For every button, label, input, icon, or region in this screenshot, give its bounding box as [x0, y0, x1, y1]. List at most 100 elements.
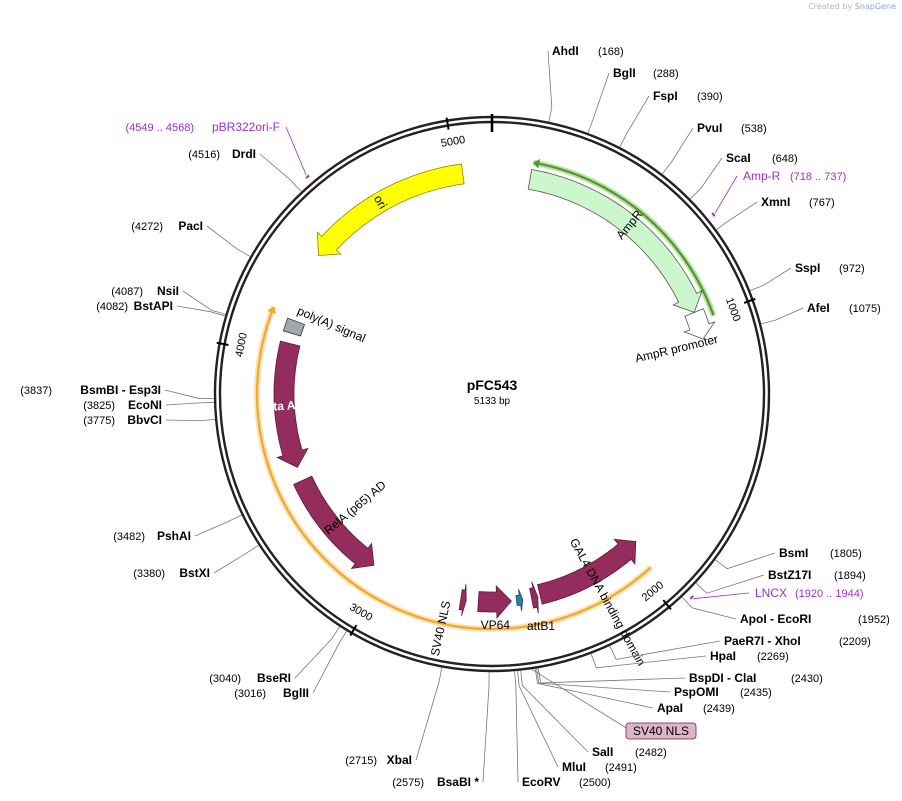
- enzyme-site-paer7i-xhoi: PaeR7I - XhoI(2209): [724, 634, 871, 648]
- plasmid-size: 5133 bp: [474, 396, 511, 407]
- enzyme-position-sspi: (972): [839, 263, 865, 275]
- feature-rta-ad: [273, 340, 309, 468]
- enzyme-site-scai: ScaI(648): [726, 151, 798, 165]
- enzyme-name-apai: ApaI: [657, 701, 683, 715]
- enzyme-name-sspi: SspI: [795, 261, 820, 275]
- primer-line-lncx: [693, 592, 750, 600]
- enzyme-position-bglii: (3016): [234, 688, 266, 700]
- enzyme-line-ecorv: [514, 671, 519, 783]
- feature-label-poly-a-signal: poly(A) signal: [295, 304, 367, 345]
- enzyme-site-nsii: NsiI (4087): [111, 284, 179, 298]
- enzyme-position-scai: (648): [772, 153, 798, 165]
- enzyme-line-sspi: [749, 267, 792, 291]
- enzyme-site-bglii: BglII(3016): [234, 686, 309, 700]
- enzyme-site-bstapi: BstAPI(4082): [96, 299, 173, 313]
- primer-name-amp-r: Amp-R: [743, 169, 781, 183]
- enzyme-position-mlui: (2491): [605, 762, 637, 774]
- enzyme-name-mlui: MluI: [562, 760, 586, 774]
- enzyme-name-ecorv: EcoRV: [522, 775, 560, 789]
- enzyme-line-scai: [689, 157, 723, 200]
- enzyme-name-fspi: FspI: [653, 89, 678, 103]
- primer-label-lncx: LNCX(1920 .. 1944): [755, 586, 864, 600]
- enzyme-name-xbai: XbaI: [387, 753, 412, 767]
- snapgene-branding: Created by SnapGene: [808, 2, 896, 11]
- enzyme-line-bspdi-clai: [537, 668, 686, 684]
- enzyme-position-bsabi: (2575): [392, 777, 424, 789]
- enzyme-site-pshai: PshAI(3482): [113, 529, 191, 543]
- enzyme-position-xmni: (767): [809, 197, 835, 209]
- enzyme-name-afei: AfeI: [807, 301, 830, 315]
- backbone-outer-circle: [213, 115, 771, 673]
- enzyme-name-xmni: XmnI: [761, 195, 790, 209]
- primer-label-pbr322ori-f: pBR322ori-F(4549 .. 4568): [126, 120, 281, 134]
- enzyme-position-bstxi: (3380): [133, 568, 165, 580]
- enzyme-position-paci: (4272): [131, 221, 163, 233]
- enzyme-position-pspomi: (2435): [740, 687, 772, 699]
- enzyme-site-sspi: SspI (972): [795, 261, 865, 275]
- tick-label-1000: 1000: [723, 296, 743, 323]
- feature-poly-a-signal: [282, 317, 305, 337]
- enzyme-line-bsmbi-esp3i: [164, 389, 215, 399]
- enzyme-line-pspomi: [536, 668, 671, 693]
- tick-label-5000: 5000: [440, 134, 466, 150]
- enzyme-line-bbvci: [165, 419, 216, 422]
- enzyme-line-hpai: [590, 653, 707, 669]
- enzyme-site-econi: EcoNI(3825): [83, 398, 162, 412]
- enzyme-site-mlui: MluI (2491): [562, 760, 637, 774]
- tick-label-3000: 3000: [347, 601, 374, 624]
- primer-layer: pBR322ori-F(4549 .. 4568)Amp-R(718 .. 73…: [126, 120, 864, 600]
- boxed-feature-line: [531, 668, 629, 730]
- enzyme-line-bsmi: [714, 552, 776, 570]
- enzyme-position-drdi: (4516): [188, 149, 220, 161]
- enzyme-layer: AhdI(168)BglI(288)FspI(390)PvuI(538)ScaI…: [20, 44, 890, 789]
- enzyme-line-fspi: [619, 95, 650, 148]
- enzyme-line-nsii: [182, 290, 226, 315]
- enzyme-name-pspomi: PspOMI: [674, 685, 719, 699]
- feature-ampr-promoter: [682, 308, 716, 340]
- enzyme-position-fspi: (390): [697, 91, 723, 103]
- enzyme-name-bstxi: BstXI: [179, 566, 210, 580]
- enzyme-line-ahdi: [547, 50, 553, 122]
- enzyme-line-bstapi: [176, 305, 226, 317]
- primer-name-pbr322ori-f: pBR322ori-F: [212, 120, 280, 134]
- enzyme-position-nsii: (4087): [111, 286, 143, 298]
- enzyme-line-afei: [760, 307, 804, 325]
- created-by-text: Created by: [808, 2, 853, 11]
- feature-attb1: [529, 581, 539, 614]
- enzyme-name-sali: SalI: [592, 745, 613, 759]
- enzyme-name-bseri: BseRI: [257, 671, 291, 685]
- enzyme-line-bsabi: [482, 671, 490, 783]
- enzyme-site-bstz17i: BstZ17I(1894): [768, 568, 866, 582]
- enzyme-name-bstapi: BstAPI: [134, 299, 173, 313]
- primer-range-lncx: (1920 .. 1944): [795, 588, 864, 600]
- enzyme-line-bstz17i: [695, 574, 765, 594]
- feature-ori: [316, 163, 465, 256]
- orf-arrow-1: [266, 306, 277, 314]
- enzyme-position-afei: (1075): [849, 303, 881, 315]
- backbone-inner-circle: [218, 120, 766, 668]
- enzyme-line-bgli: [587, 72, 610, 134]
- enzyme-name-bgli: BglI: [613, 66, 636, 80]
- enzyme-site-bseri: BseRI(3040): [209, 671, 291, 685]
- enzyme-line-xbai: [415, 667, 443, 761]
- enzyme-site-bsabi: BsaBI *(2575): [392, 775, 479, 789]
- enzyme-position-ahdi: (168): [598, 46, 624, 58]
- enzyme-site-ecorv: EcoRV(2500): [522, 775, 611, 789]
- enzyme-name-paci: PacI: [178, 219, 203, 233]
- enzyme-site-bstxi: BstXI (3380): [133, 566, 210, 580]
- enzyme-line-paer7i-xhoi: [609, 640, 721, 660]
- enzyme-position-pshai: (3482): [113, 531, 145, 543]
- enzyme-name-nsii: NsiI: [157, 284, 179, 298]
- enzyme-line-pshai: [194, 514, 242, 537]
- enzyme-line-pvui: [661, 127, 694, 175]
- enzyme-position-bstz17i: (1894): [834, 570, 866, 582]
- enzyme-position-bsmi: (1805): [830, 548, 862, 560]
- orf-layer: [254, 158, 717, 632]
- enzyme-name-bspdi-clai: BspDI - ClaI: [689, 671, 756, 685]
- feature-label-rela-p65-ad: RelA (p65) AD: [321, 478, 389, 538]
- enzyme-line-sali: [520, 670, 589, 753]
- enzyme-name-pvui: PvuI: [697, 121, 722, 135]
- enzyme-site-paci: PacI (4272): [131, 219, 203, 233]
- enzyme-line-apoi-ecori: [681, 596, 737, 620]
